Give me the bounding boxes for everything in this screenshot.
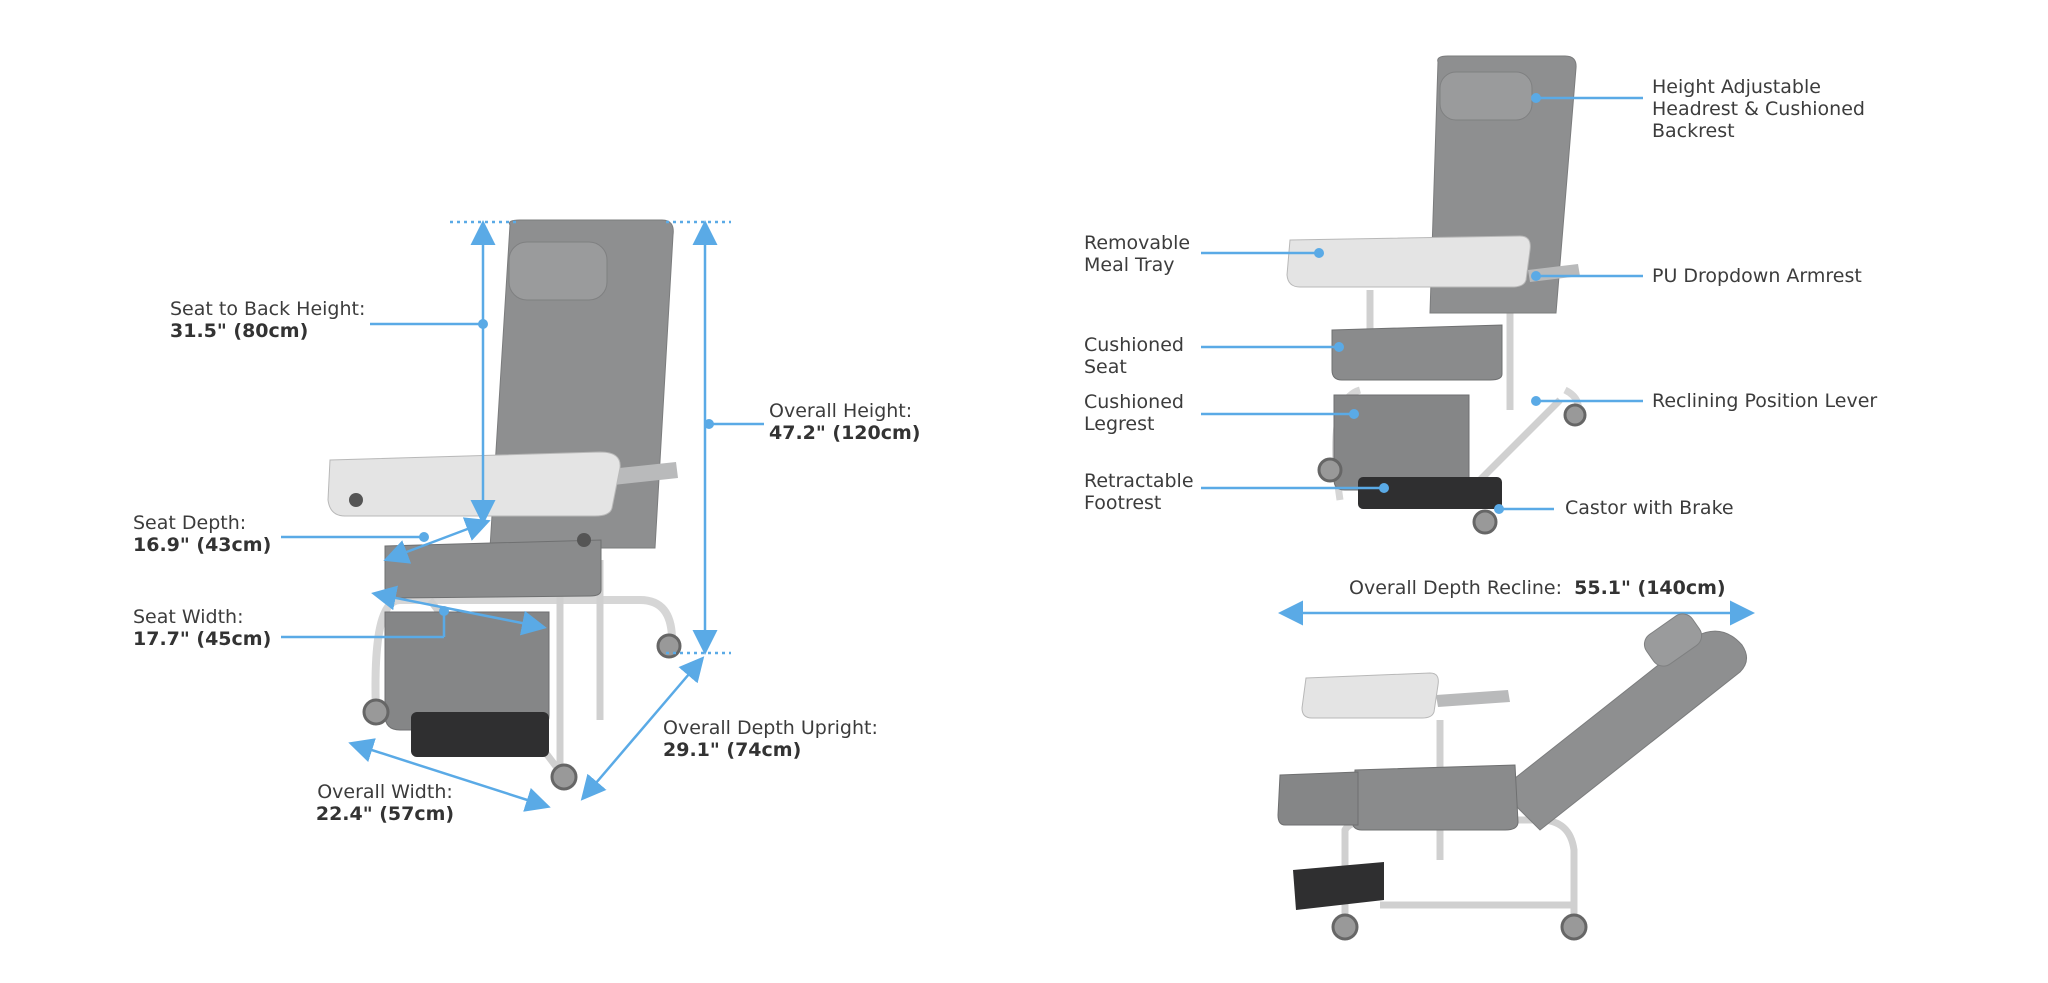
feature-headrest: Height Adjustable Headrest & Cushioned B… (1652, 76, 1865, 142)
dimension-value: 17.7" (45cm) (133, 628, 272, 650)
overall-depth-upright-label: Overall Depth Upright: 29.1" (74cm) (663, 717, 878, 761)
meal-tray-left (327, 451, 621, 517)
feature-text: Reclining Position Lever (1652, 390, 1878, 412)
feature-text: Height Adjustable (1652, 76, 1821, 98)
dimension-value: 29.1" (74cm) (663, 739, 802, 761)
feature-text: Meal Tray (1084, 254, 1175, 276)
feature-text: Seat (1084, 356, 1127, 378)
feature-text: Footrest (1084, 492, 1162, 514)
seat-width-label: Seat Width: 17.7" (45cm) (133, 606, 271, 650)
feature-text: Castor with Brake (1565, 497, 1734, 519)
feature-castor: Castor with Brake (1565, 497, 1734, 519)
overall-depth-recline-label: Overall Depth Recline: 55.1" (140cm) (1349, 577, 1726, 599)
overall-height-label: Overall Height: 47.2" (120cm) (769, 400, 920, 444)
dimension-name: Seat Width: (133, 606, 244, 628)
dimension-value: 22.4" (57cm) (315, 803, 455, 825)
dimension-value: 47.2" (120cm) (769, 422, 921, 444)
dimension-name: Overall Depth Upright: (663, 717, 878, 739)
feature-text: PU Dropdown Armrest (1652, 265, 1862, 287)
dimension-name: Overall Width: (317, 781, 453, 803)
feature-text: Headrest & Cushioned (1652, 98, 1865, 120)
seat-to-back-height-label: Seat to Back Height: 31.5" (80cm) (170, 298, 365, 342)
dimension-name: Seat Depth: (133, 512, 247, 534)
dimension-value: 16.9" (43cm) (133, 534, 272, 556)
feature-legrest: Cushioned Legrest (1084, 391, 1184, 435)
feature-lever: Reclining Position Lever (1652, 390, 1877, 412)
headrest-left (508, 241, 608, 301)
feature-text: Retractable (1084, 470, 1194, 492)
dimension-name: Seat to Back Height: (170, 298, 366, 320)
feature-leader-lines (1201, 96, 1755, 626)
feature-footrest: Retractable Footrest (1084, 470, 1194, 514)
dimension-value: 55.1" (140cm) (1574, 577, 1726, 599)
feature-text: Cushioned (1084, 391, 1184, 413)
feature-text: Backrest (1652, 120, 1735, 142)
chair-upright-left (327, 219, 682, 791)
feature-text: Cushioned (1084, 334, 1184, 356)
seat-depth-label: Seat Depth: 16.9" (43cm) (133, 512, 271, 556)
feature-seat: Cushioned Seat (1084, 334, 1184, 378)
dimension-name: Overall Depth Recline: (1349, 577, 1563, 599)
dimension-name: Overall Height: (769, 400, 913, 422)
feature-text: Removable (1084, 232, 1191, 254)
dimension-value: 31.5" (80cm) (170, 320, 309, 342)
chair-upright-right (1286, 55, 1587, 535)
dimension-lines (281, 220, 764, 812)
feature-text: Legrest (1084, 413, 1155, 435)
feature-armrest: PU Dropdown Armrest (1652, 265, 1862, 287)
feature-meal-tray: Removable Meal Tray (1084, 232, 1190, 276)
overall-width-label: Overall Width: 22.4" (57cm) (315, 781, 455, 825)
chair-reclined (1277, 613, 1747, 941)
footrest-left (411, 712, 549, 757)
